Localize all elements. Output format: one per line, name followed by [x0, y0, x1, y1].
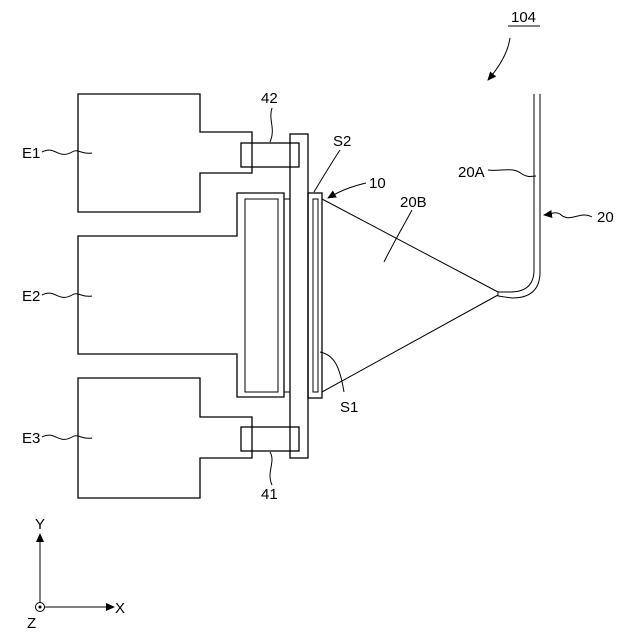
arrow-104 — [488, 38, 510, 80]
vertical-plate — [290, 134, 308, 458]
leader-20a — [488, 170, 536, 177]
frame-inner — [284, 199, 290, 392]
leader-20b — [384, 210, 412, 262]
label-e2: E2 — [22, 288, 40, 305]
label-42: 42 — [261, 90, 278, 107]
block-e2 — [78, 193, 284, 397]
leader-e3 — [42, 435, 92, 439]
label-20b: 20B — [400, 194, 427, 211]
element-10-inner — [313, 199, 318, 392]
tube-20 — [498, 94, 534, 292]
element-10-outer — [308, 193, 322, 398]
label-e3: E3 — [22, 430, 40, 447]
label-s1: S1 — [340, 399, 358, 416]
label-e1: E1 — [22, 145, 40, 162]
leader-20 — [544, 213, 592, 218]
axis-y-label: Y — [35, 516, 45, 533]
label-104: 104 — [511, 9, 536, 26]
label-41: 41 — [261, 486, 278, 503]
leader-41 — [270, 452, 272, 485]
label-20: 20 — [597, 209, 614, 226]
label-20a: 20A — [458, 164, 485, 181]
leader-42 — [270, 108, 272, 142]
leader-e2 — [42, 293, 92, 297]
block-e1 — [78, 94, 252, 212]
leader-s2 — [314, 150, 340, 192]
block-e3 — [78, 378, 252, 498]
axis-z-label: Z — [27, 615, 36, 632]
leader-e1 — [42, 150, 92, 154]
leader-10[interactable] — [328, 183, 366, 198]
cone-20b — [322, 199, 498, 392]
axis-z-dot — [39, 606, 42, 609]
label-s2: S2 — [333, 133, 351, 150]
block-e2-inner — [245, 199, 278, 392]
axis-x-label: X — [115, 600, 125, 617]
label-10: 10 — [369, 175, 386, 192]
